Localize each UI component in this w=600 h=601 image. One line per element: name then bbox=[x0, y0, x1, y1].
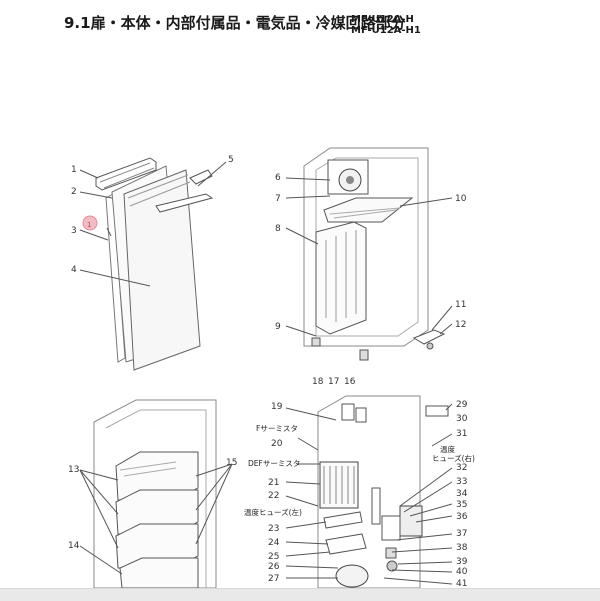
callout-label: 26 bbox=[268, 562, 280, 572]
door-panel bbox=[123, 169, 201, 371]
callout-label: 22 bbox=[268, 491, 279, 501]
callout-label: 34 bbox=[456, 489, 468, 499]
callout-label: 25 bbox=[268, 552, 279, 562]
callout-label: 32 bbox=[456, 463, 467, 473]
callout-label: 31 bbox=[456, 429, 467, 439]
drawer-basket bbox=[119, 557, 199, 589]
freezer-cabinet bbox=[93, 399, 217, 589]
callout-label: 29 bbox=[456, 400, 468, 410]
model-number: MF-U12A-H1 bbox=[351, 25, 421, 36]
page-title: 9.1扉・本体・内部付属品・電気品・冷媒回路部分 bbox=[64, 14, 406, 32]
callout-label: 27 bbox=[268, 574, 279, 584]
callout-labels: 1 1 2 3 4 5 6 7 8 9 10 11 12 13 14 15 16… bbox=[68, 155, 468, 589]
door-bin-top-inner bbox=[99, 162, 155, 189]
callout-label: 16 bbox=[344, 377, 356, 387]
callout-label: 13 bbox=[68, 465, 79, 475]
callout-label: 15 bbox=[226, 458, 237, 468]
callout-label: 40 bbox=[456, 567, 468, 577]
drawer-basket bbox=[115, 489, 199, 535]
control-board bbox=[399, 505, 423, 537]
evaporator bbox=[319, 461, 359, 509]
callout-label: 8 bbox=[275, 224, 281, 234]
door-gasket bbox=[105, 193, 126, 363]
callout-label: 35 bbox=[456, 500, 467, 510]
evaporator-panel bbox=[315, 221, 367, 335]
callout-label: 4 bbox=[71, 265, 77, 275]
callout-label: 39 bbox=[456, 557, 468, 567]
cabinet-leaders bbox=[285, 177, 453, 337]
callout-label: 18 bbox=[312, 377, 324, 387]
callout-label: 30 bbox=[456, 414, 468, 424]
callout-label: 10 bbox=[455, 194, 467, 204]
top-shelf bbox=[323, 197, 414, 223]
callout-label: 11 bbox=[455, 300, 466, 310]
callout-label: 3 bbox=[71, 226, 77, 236]
callout-label: 36 bbox=[456, 512, 468, 522]
part-label: 温度 bbox=[440, 444, 455, 454]
door-assembly bbox=[95, 157, 214, 371]
drawer-basket bbox=[115, 451, 199, 501]
callout-label: 7 bbox=[275, 194, 281, 204]
part-name-labels: Fサーミスタ DEFサーミスタ 温度ヒューズ(左) 温度 ヒューズ(右) bbox=[244, 424, 475, 517]
model-number: MF-U12A-H bbox=[351, 14, 414, 25]
callout-label: 38 bbox=[456, 543, 468, 553]
callout-label: 9 bbox=[275, 322, 281, 332]
freezer-drawers bbox=[93, 399, 217, 589]
part-label: ヒューズ(右) bbox=[432, 453, 475, 463]
callout-label: 1 bbox=[71, 165, 77, 175]
hinge-cap bbox=[412, 329, 446, 345]
page-bottom-strip bbox=[0, 588, 600, 601]
part-label: Fサーミスタ bbox=[256, 424, 298, 433]
callout-label: 19 bbox=[271, 402, 283, 412]
callout-label: 23 bbox=[268, 524, 279, 534]
door-hinge bbox=[189, 169, 213, 185]
drawer-leaders bbox=[79, 463, 233, 575]
door-leaders bbox=[79, 161, 227, 287]
callout-label: 41 bbox=[456, 579, 467, 589]
door-handle bbox=[155, 193, 214, 213]
hinge-screw bbox=[426, 342, 434, 350]
callout-label: 33 bbox=[456, 477, 467, 487]
model-numbers: MF-U12A-H MF-U12A-H1 bbox=[351, 14, 421, 36]
electrical-leaders bbox=[285, 403, 453, 585]
callout-label: 14 bbox=[68, 541, 80, 551]
compressor bbox=[335, 564, 369, 588]
callout-label: 20 bbox=[271, 439, 283, 449]
callout-label: 17 bbox=[328, 377, 339, 387]
door-panel-edge bbox=[127, 174, 191, 207]
callout-label: 37 bbox=[456, 529, 467, 539]
position-marker bbox=[82, 215, 98, 231]
cabinet-outline bbox=[303, 147, 429, 347]
callout-label: 1 bbox=[87, 221, 91, 229]
cabinet-top-view bbox=[303, 147, 446, 361]
callout-label: 21 bbox=[268, 478, 279, 488]
callout-label: 2 bbox=[71, 187, 77, 197]
drawer-basket bbox=[115, 523, 199, 569]
part-label: 温度ヒューズ(左) bbox=[244, 507, 302, 517]
callout-label: 5 bbox=[228, 155, 234, 165]
callout-label: 6 bbox=[275, 173, 281, 183]
callout-label: 24 bbox=[268, 538, 280, 548]
callout-label: 12 bbox=[455, 320, 466, 330]
electrical-refrigerant bbox=[317, 395, 449, 589]
part-label: DEFサーミスタ bbox=[248, 459, 300, 468]
